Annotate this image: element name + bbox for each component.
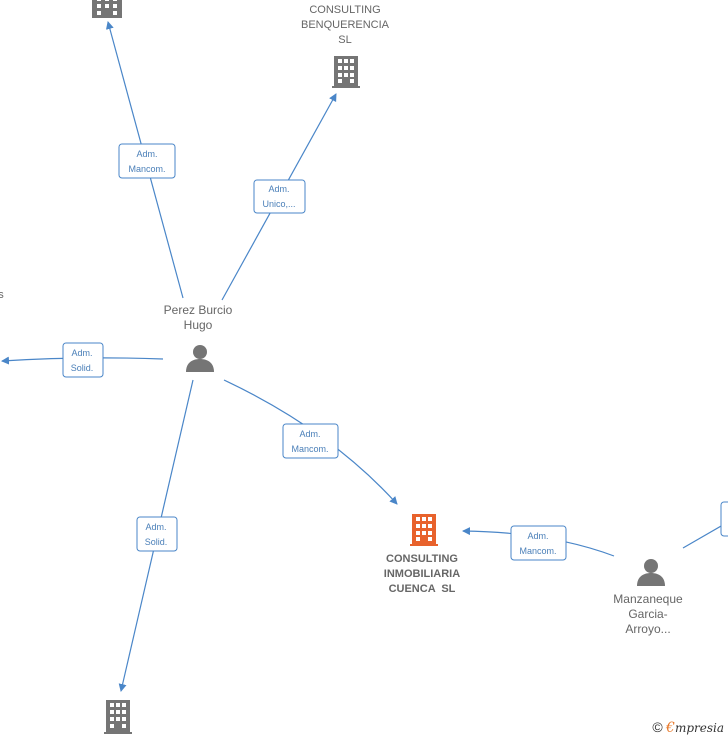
edge-label-to-benquerencia[interactable]: Adm. Unico,... xyxy=(253,179,306,214)
company-top-building-icon[interactable] xyxy=(92,0,122,18)
edge-label-to-benquerencia-line2: Unico,... xyxy=(262,199,295,209)
person-perez-label-line1: Perez Burcio xyxy=(163,303,233,317)
left-partial-label: s xyxy=(0,288,6,303)
person-perez-label-line2: Hugo xyxy=(183,318,213,332)
company-bottom-building-icon[interactable] xyxy=(104,700,132,734)
company-benquerencia-label-line1: CONSULTING xyxy=(309,4,381,16)
edge-label-to-bottom[interactable]: Adm. Solid. xyxy=(136,516,178,552)
edge-label-to-bottom-line2: Solid. xyxy=(145,537,168,547)
edge-label-to-main-from-manzaneque[interactable]: Adm. Mancom. xyxy=(510,525,567,561)
edge-label-to-main-from-perez-line2: Mancom. xyxy=(291,444,328,454)
person-manzaneque-label-line2: Garcia- xyxy=(628,607,668,621)
edge-label-right-partial[interactable] xyxy=(720,501,728,537)
company-main-label-line2: INMOBILIARIA xyxy=(383,568,461,580)
company-benquerencia-building-icon[interactable] xyxy=(332,56,360,88)
edge-label-to-main-from-perez[interactable]: Adm. Mancom. xyxy=(282,423,339,459)
edge-label-to-main-from-perez-line1: Adm. xyxy=(299,429,320,439)
person-manzaneque-icon[interactable] xyxy=(637,559,665,586)
person-manzaneque-label[interactable]: Manzaneque Garcia- Arroyo... xyxy=(598,592,698,637)
company-main-label[interactable]: CONSULTING INMOBILIARIA CUENCA SL xyxy=(362,552,482,597)
company-main-label-line3: CUENCA SL xyxy=(388,583,456,595)
copyright-symbol: © xyxy=(652,719,663,735)
company-benquerencia-label-line2: BENQUERENCIA xyxy=(300,19,390,31)
edge-label-to-top-line1: Adm. xyxy=(136,149,157,159)
person-perez-label[interactable]: Perez Burcio Hugo xyxy=(148,303,248,333)
edge-label-to-main-from-manzaneque-line2: Mancom. xyxy=(519,546,556,556)
brand-name: mpresia xyxy=(674,721,724,735)
person-manzaneque-label-line3: Arroyo... xyxy=(625,622,671,636)
left-partial-label-line1: s xyxy=(0,289,4,301)
brand-logo-letter: € xyxy=(666,720,675,736)
empresia-watermark: © €mpresia xyxy=(652,719,724,736)
person-manzaneque-label-line1: Manzaneque xyxy=(613,592,683,606)
person-perez-icon[interactable] xyxy=(186,345,214,372)
edge-label-to-left-line2: Solid. xyxy=(71,363,94,373)
edge-label-to-top[interactable]: Adm. Mancom. xyxy=(118,143,176,179)
edge-label-to-left[interactable]: Adm. Solid. xyxy=(62,342,104,378)
company-benquerencia-label-line3: SL xyxy=(338,34,352,46)
edge-label-to-bottom-line1: Adm. xyxy=(145,522,166,532)
company-main-label-line1: CONSULTING xyxy=(386,553,458,565)
edge-label-to-main-from-manzaneque-line1: Adm. xyxy=(527,531,548,541)
company-benquerencia-label[interactable]: CONSULTING BENQUERENCIA SL xyxy=(290,3,400,48)
edge-label-to-benquerencia-line1: Adm. xyxy=(268,184,289,194)
company-main-building-icon[interactable] xyxy=(410,514,438,546)
edge-label-to-top-line2: Mancom. xyxy=(128,164,165,174)
edge-label-to-left-line1: Adm. xyxy=(71,348,92,358)
